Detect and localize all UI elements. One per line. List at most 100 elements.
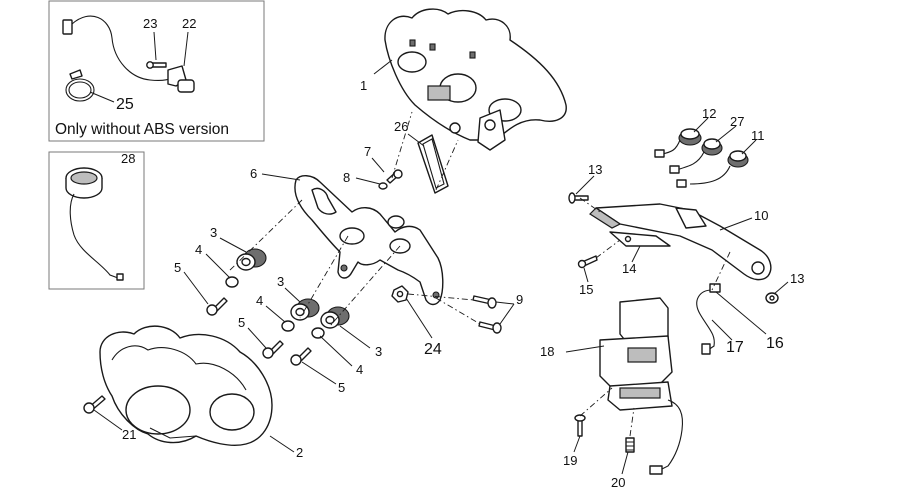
callout-5a: 5 — [174, 260, 181, 275]
leader-16 — [715, 291, 767, 335]
callout-24: 24 — [424, 341, 442, 358]
leader-3b — [284, 287, 301, 303]
callout-27: 27 — [730, 114, 744, 129]
leader-4c — [319, 335, 353, 367]
callout-16: 16 — [766, 335, 784, 352]
leader-26 — [407, 133, 425, 147]
callout-18: 18 — [540, 344, 554, 359]
leader-1 — [373, 59, 393, 75]
leader-14 — [631, 245, 641, 263]
instrument-post-3 — [469, 51, 476, 59]
harness-17-plug — [701, 343, 711, 355]
rear-cover-ridge — [111, 345, 247, 391]
part-28-cable — [69, 193, 119, 279]
screw-19-head — [574, 414, 586, 422]
leader-18 — [565, 345, 605, 353]
callout-9: 9 — [516, 292, 523, 307]
control-unit-18-plug — [649, 465, 663, 475]
callout-4b: 4 — [256, 293, 263, 308]
callout-15: 15 — [579, 282, 593, 297]
rear-cover — [99, 325, 273, 446]
axis-line-3 — [329, 245, 401, 327]
part-28-terminal — [116, 273, 124, 281]
gasket-26-inner — [422, 138, 445, 189]
gasket-26 — [417, 134, 449, 194]
instrument-stud-2 — [484, 119, 496, 131]
leader-17 — [711, 319, 733, 341]
callout-6: 6 — [250, 166, 257, 181]
leader-27 — [715, 125, 737, 143]
assembly-lines — [227, 111, 731, 437]
grommets-3 — [236, 248, 350, 329]
lamp-plug-3 — [676, 179, 687, 188]
callout-5b: 5 — [238, 315, 245, 330]
callout-20: 20 — [611, 475, 625, 490]
bracket-10-body — [595, 203, 772, 281]
bracket-10-tab — [675, 207, 707, 229]
callout-11: 11 — [751, 128, 765, 143]
harness-16-plug — [709, 283, 721, 293]
callout-23: 23 — [143, 16, 157, 31]
screw-23-head — [146, 61, 154, 69]
callout-4a: 4 — [195, 242, 202, 257]
screw-5a-head — [206, 304, 218, 316]
callout-13b: 13 — [790, 271, 804, 286]
leader-24 — [405, 297, 433, 339]
sensor-cable — [71, 15, 173, 81]
callout-13a: 13 — [588, 162, 602, 177]
leader-5a — [183, 271, 209, 305]
plate-14 — [609, 231, 671, 247]
leader-4b — [265, 305, 286, 323]
axis-line-1 — [227, 199, 303, 273]
rear-cover-dome-left — [125, 385, 191, 435]
indicator-lamps — [654, 128, 749, 188]
leader-21 — [93, 409, 123, 431]
bracket-6-pin — [340, 264, 348, 272]
clamp-25-inner — [68, 81, 92, 99]
callout-14: 14 — [622, 261, 636, 276]
bracket-10-flange — [589, 207, 622, 229]
part-28-body — [65, 178, 103, 199]
screw-20-thread — [626, 441, 634, 451]
leader-23 — [153, 31, 157, 61]
axis-line-8 — [579, 197, 601, 213]
callout-2: 2 — [296, 445, 303, 460]
inset-part-28 — [48, 151, 145, 290]
screw-21-head — [83, 402, 95, 414]
screw-7 — [386, 169, 403, 184]
leader-lines — [89, 31, 789, 475]
bracket-6-slot — [311, 187, 337, 215]
axis-line-6 — [407, 293, 475, 301]
instrument-post-1 — [409, 39, 416, 47]
leader-13b — [773, 281, 789, 295]
axis-line-5 — [435, 139, 459, 191]
leader-20 — [621, 451, 629, 475]
instrument-panel-hole-left — [397, 51, 427, 73]
callout-8: 8 — [343, 170, 350, 185]
inset-note-text: Only without ABS version — [55, 121, 229, 138]
lamp-wire-2 — [675, 151, 705, 171]
grommet-3b-hole — [295, 307, 305, 317]
control-unit-18-socket — [627, 347, 657, 363]
screw-15-head — [577, 259, 587, 269]
callout-26: 26 — [394, 119, 408, 134]
bracket-6-hole-1 — [339, 227, 365, 245]
callout-7: 7 — [364, 144, 371, 159]
harness-16 — [696, 289, 715, 351]
leader-8 — [355, 177, 381, 185]
screw-5b-head — [262, 347, 274, 359]
leader-9 — [495, 301, 515, 325]
leader-15 — [583, 267, 589, 283]
axis-line-2 — [299, 235, 349, 319]
instrument-panel — [384, 8, 567, 151]
control-unit-18 — [599, 297, 684, 475]
leader-6 — [261, 173, 301, 181]
screw-9b-head — [492, 322, 502, 334]
leader-4a — [205, 253, 231, 279]
instrument-panel-connector — [427, 85, 451, 101]
inset-speed-sensor: Only without ABS version — [48, 0, 265, 142]
clamp-25-lock — [69, 69, 83, 80]
rear-cover-dome-right — [209, 393, 255, 431]
axis-line-12 — [629, 407, 635, 437]
